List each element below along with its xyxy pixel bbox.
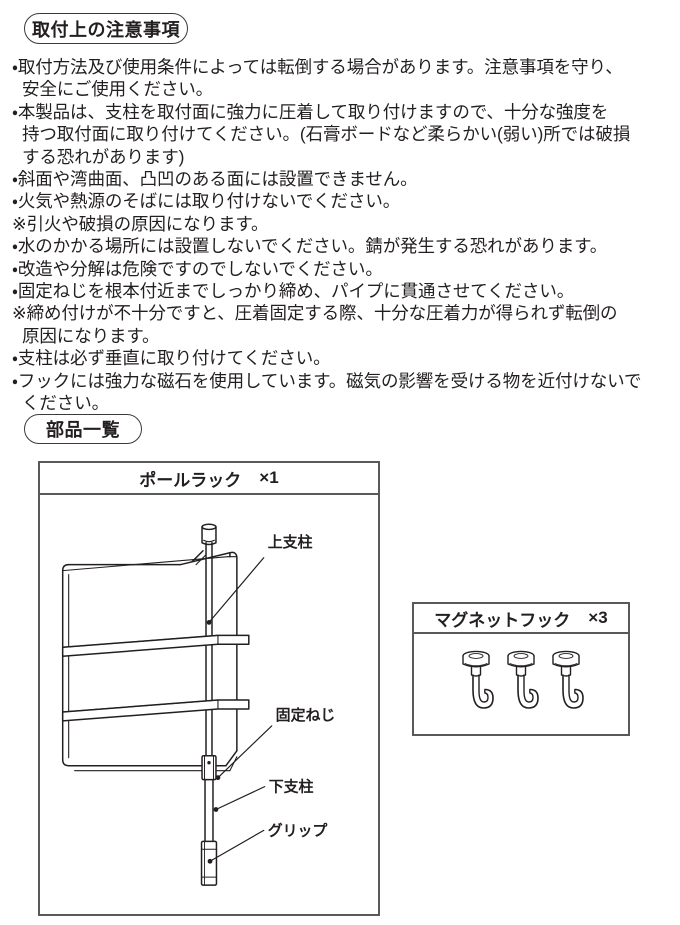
- part-quantity: ×1: [259, 468, 279, 487]
- magnet-hook-item: [552, 650, 584, 709]
- install-warning-list: ・取付方法及び使用条件によっては転倒する場合があります。注意事項を守り、 安全に…: [12, 56, 672, 415]
- warning-line: 原因になります。: [22, 325, 160, 346]
- rack-shelf-upper: [61, 634, 250, 657]
- magnet-hook-item: [462, 650, 494, 709]
- callout-label-upper-pole: 上支柱: [268, 533, 313, 551]
- part-body-pole-rack: 上支柱 固定ねじ 下支柱 グリップ: [40, 495, 378, 914]
- warning-line: ・本製品は、支柱を取付面に強力に圧着して取り付けますので、十分な強度を: [12, 101, 609, 122]
- install-warning-badge: 取付上の注意事項: [24, 13, 188, 44]
- pole-rack-diagram: 上支柱 固定ねじ 下支柱 グリップ: [61, 523, 336, 886]
- part-name: マグネットフック: [434, 610, 571, 630]
- warning-line: ※締め付けが不十分ですと、圧着固定する際、十分な圧着力が得られず転倒の: [12, 303, 618, 324]
- warning-line: ・水のかかる場所には設置しないでください。錆が発生する恐れがあります。: [12, 236, 608, 257]
- callout-label-grip: グリップ: [268, 821, 328, 839]
- part-box-pole-rack: ポールラック ×1: [38, 461, 380, 916]
- warning-line: ・支柱は必ず垂直に取り付けてください。: [12, 348, 331, 369]
- callout-label-fixing-screw: 固定ねじ: [276, 706, 336, 724]
- upper-support-pole: [205, 542, 213, 757]
- fixing-screw-collar: [201, 755, 217, 781]
- warning-line: ・改造や分解は危険ですのでしないでください。: [12, 258, 383, 279]
- part-body-magnet-hook: [414, 634, 628, 734]
- part-header-pole-rack: ポールラック ×1: [40, 463, 378, 495]
- lower-support-pole: [204, 778, 214, 843]
- part-header-magnet-hook: マグネットフック ×3: [414, 604, 628, 634]
- warning-line: ・取付方法及び使用条件によっては転倒する場合があります。注意事項を守り、: [12, 57, 623, 77]
- callout-label-lower-pole: 下支柱: [269, 778, 314, 796]
- warning-line: ください。: [22, 393, 109, 414]
- warning-line: ・固定ねじを根本付近までしっかり締め、パイプに貫通させてください。: [12, 281, 575, 302]
- rack-frame: [61, 549, 238, 772]
- magnet-hook-item: [507, 650, 539, 709]
- rack-shelf-lower: [61, 699, 250, 722]
- warning-line: ・斜面や湾曲面、凸凹のある面には設置できません。: [12, 169, 418, 190]
- part-name: ポールラック: [139, 470, 242, 490]
- part-quantity: ×3: [588, 608, 608, 627]
- parts-list-badge: 部品一覧: [24, 414, 142, 444]
- warning-line: 安全にご使用ください。: [22, 79, 214, 100]
- warning-line: ※引火や破損の原因になります。: [12, 213, 269, 234]
- warning-line: ・フックには強力な磁石を使用しています。磁気の影響を受ける物を近付けないで: [12, 370, 642, 391]
- warning-line: する恐れがあります): [22, 146, 185, 167]
- pole-top-cap: [201, 523, 217, 546]
- part-box-magnet-hook: マグネットフック ×3: [412, 602, 630, 736]
- warning-line: ・火気や熱源のそばには取り付けないでください。: [12, 191, 401, 212]
- warning-line: 持つ取付面に取り付けてください。(石膏ボードなど柔らかい(弱い)所では破損: [22, 124, 631, 145]
- magnet-hook-diagram: [462, 650, 584, 709]
- callout-leaders: [206, 557, 273, 864]
